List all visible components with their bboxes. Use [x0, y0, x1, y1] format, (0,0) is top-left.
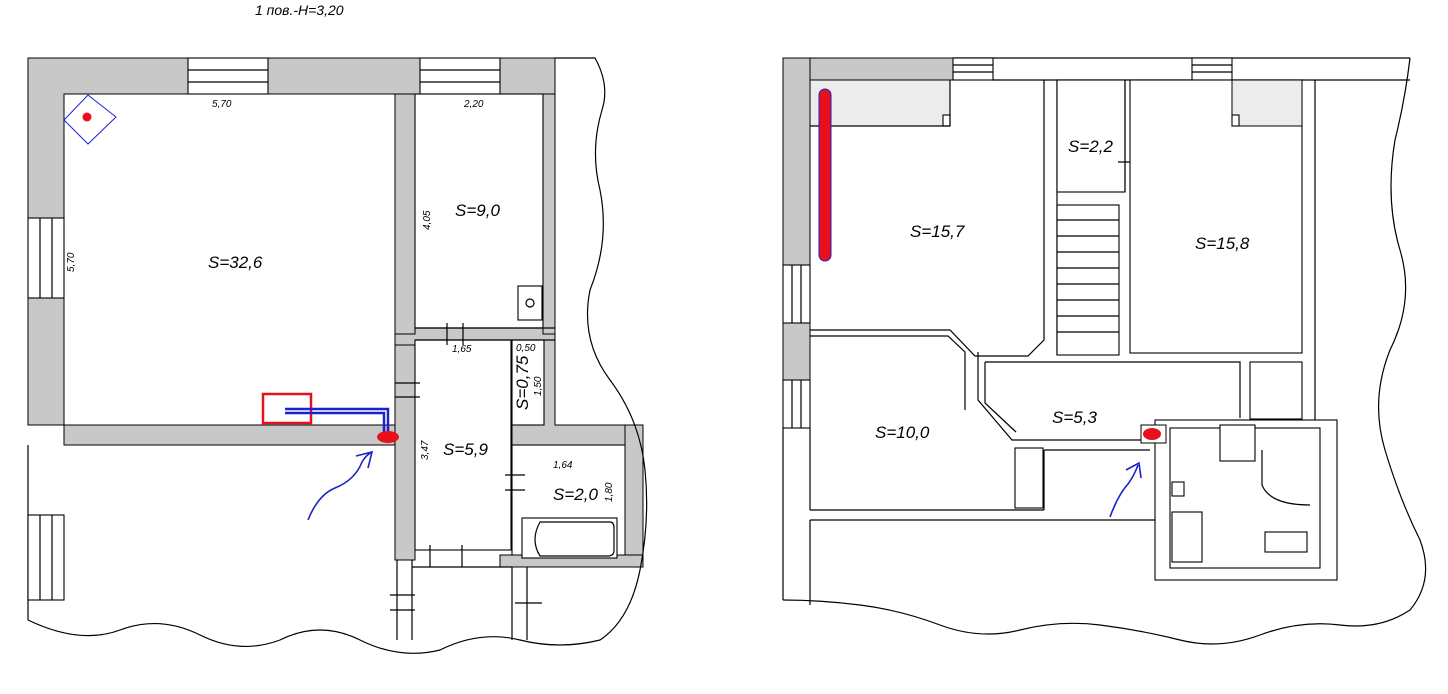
pipe-outlet-marker [1143, 428, 1161, 440]
kitchen-wall-left [394, 93, 416, 335]
dim-hall-top: 1,65 [452, 344, 472, 355]
dim-living-top: 5,70 [212, 99, 232, 110]
dim-living-side: 5,70 [66, 252, 77, 272]
wc-room [511, 339, 545, 426]
window-right-top-2 [1191, 57, 1233, 81]
dim-hall-side: 3,47 [420, 440, 431, 460]
hand-drawn-arrow-icon-right [1109, 461, 1142, 518]
window-left-1 [27, 217, 65, 299]
room-area-wc: S=0,75 [513, 355, 532, 410]
room-area-kitchen: S=9,0 [455, 201, 500, 220]
window-right-2 [782, 379, 811, 429]
left-plan: S=32,6 S=9,0 S=5,9 S=2,0 S=0,75 5,70 5,7… [27, 57, 648, 654]
plan-title: 1 пов.-Н=3,20 [255, 2, 344, 18]
stove-icon [517, 285, 543, 321]
room-area-d: S=10,0 [875, 423, 930, 442]
room-c [1056, 79, 1126, 193]
kitchen-wall-right [542, 93, 556, 335]
pipe-inlet-marker [377, 431, 399, 443]
window-left-2 [27, 514, 65, 601]
cut-line-left [27, 57, 648, 654]
right-plan: S=15,7 S=15,8 S=2,2 S=10,0 S=5,3 [782, 57, 1427, 645]
window-right-top-1 [952, 57, 994, 81]
bathtub-icon [534, 521, 615, 557]
ventilation-riser-icon [63, 94, 117, 145]
room-area-bath: S=2,0 [553, 485, 598, 504]
room-area-living: S=32,6 [208, 253, 263, 272]
bath-wall-right [624, 424, 644, 566]
right-wall-left-grey [782, 57, 811, 429]
room-area-b: S=15,8 [1195, 234, 1250, 253]
window-top-2 [419, 57, 501, 95]
bathtub-frame [521, 517, 618, 559]
dim-bath-top: 1,64 [553, 460, 573, 471]
hall-wall-left [394, 344, 416, 561]
room-area-c: S=2,2 [1068, 137, 1113, 156]
radiator-icon [818, 88, 832, 262]
dim-kitchen-top: 2,20 [463, 99, 484, 110]
wardrobe [1014, 447, 1044, 509]
heating-pipe [285, 407, 390, 434]
window-right-1 [782, 264, 811, 324]
window-top-1 [187, 57, 269, 95]
room-area-hall: S=5,9 [443, 440, 488, 459]
hand-drawn-arrow-icon [307, 450, 374, 521]
small-room [1249, 361, 1303, 420]
stair-icon [1056, 204, 1120, 356]
dim-wc-top: 0,50 [516, 343, 536, 354]
dim-wc-side: 1,50 [533, 376, 544, 396]
hall-room [414, 339, 512, 551]
dim-kitchen-side: 4,05 [422, 210, 433, 230]
dim-bath-side: 1,80 [604, 482, 615, 502]
room-area-a: S=15,7 [910, 222, 965, 241]
stove-burner-icon [525, 298, 535, 308]
cut-line-right [782, 57, 1427, 645]
room-area-corridor: S=5,3 [1052, 408, 1097, 427]
